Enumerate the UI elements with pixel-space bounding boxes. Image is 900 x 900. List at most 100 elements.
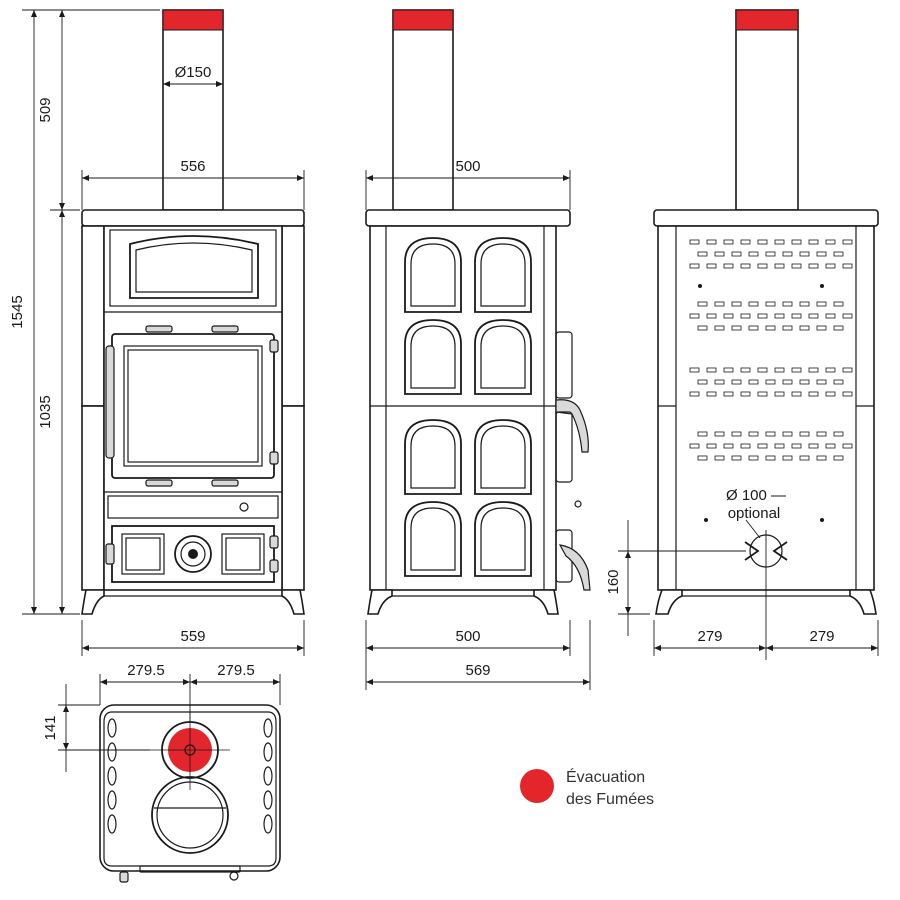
vent-slot <box>740 443 751 449</box>
dimension-lines <box>22 9 879 772</box>
vent-slot <box>816 325 827 331</box>
vent-slot <box>816 251 827 257</box>
dim-flue-diameter: Ø150 <box>175 64 212 81</box>
front-top-cap <box>81 209 305 227</box>
front-flue-pipe <box>162 9 224 211</box>
vent-slot <box>757 239 768 245</box>
vent-slot <box>799 431 810 437</box>
arched-tile <box>404 237 462 313</box>
side-tile-panels <box>404 237 532 577</box>
control-strip <box>107 495 279 519</box>
vent-slot <box>706 263 717 269</box>
vent-slot <box>782 431 793 437</box>
rear-vent-slots <box>689 239 853 461</box>
vent-slot <box>816 301 827 307</box>
dim-side-top-width: 500 <box>455 158 480 175</box>
side-door-handle <box>555 399 589 453</box>
vent-slot <box>748 251 759 257</box>
oven-door <box>109 229 277 307</box>
arched-tile <box>404 501 462 577</box>
dim-side-base-width: 500 <box>455 628 480 645</box>
vent-slot <box>782 379 793 385</box>
vent-slot <box>706 367 717 373</box>
vent-slot <box>833 325 844 331</box>
vent-slot <box>731 455 742 461</box>
vent-slot <box>808 313 819 319</box>
vent-slot <box>791 239 802 245</box>
vent-slot <box>842 263 853 269</box>
vent-slot <box>765 301 776 307</box>
vent-slot <box>816 431 827 437</box>
vent-slot <box>731 301 742 307</box>
vent-slot <box>740 367 751 373</box>
vent-slot <box>757 263 768 269</box>
vent-slot <box>740 391 751 397</box>
vent-slot <box>757 443 768 449</box>
front-view <box>81 9 305 615</box>
arched-tile <box>404 319 462 395</box>
oven-window <box>129 235 259 299</box>
side-left-foot <box>367 589 393 615</box>
vent-slot <box>723 313 734 319</box>
vent-slot <box>825 391 836 397</box>
arched-tile <box>404 419 462 495</box>
vent-slot <box>689 239 700 245</box>
arched-tile <box>474 237 532 313</box>
vent-slot <box>714 251 725 257</box>
vent-slot <box>723 239 734 245</box>
vent-slot <box>782 455 793 461</box>
vent-slot <box>799 251 810 257</box>
side-view <box>365 9 591 615</box>
side-flue-outlet <box>392 9 454 31</box>
vent-slot <box>757 391 768 397</box>
fire-door-glass <box>123 345 263 467</box>
legend-line-1: Évacuation <box>566 767 645 786</box>
vent-slot <box>714 379 725 385</box>
front-left-foot <box>81 589 105 615</box>
vent-slot <box>689 263 700 269</box>
vent-slot <box>731 379 742 385</box>
vent-slot <box>816 455 827 461</box>
vent-slot <box>825 263 836 269</box>
rear-top-cap <box>653 209 879 227</box>
vent-slot <box>842 239 853 245</box>
dim-rear-outlet-diameter: Ø 100 — <box>726 487 786 504</box>
vent-slot <box>689 443 700 449</box>
vent-slot <box>816 379 827 385</box>
top-vent <box>263 718 273 738</box>
dim-total-height: 1545 <box>9 295 26 328</box>
vent-slot <box>765 431 776 437</box>
dim-side-total-depth: 569 <box>465 662 490 679</box>
vent-slot <box>808 367 819 373</box>
vent-slot <box>714 301 725 307</box>
vent-slot <box>808 239 819 245</box>
vent-slot <box>697 301 708 307</box>
rear-right-foot <box>849 589 877 615</box>
vent-slot <box>723 391 734 397</box>
vent-slot <box>714 431 725 437</box>
vent-slot <box>825 313 836 319</box>
vent-slot <box>689 367 700 373</box>
vent-slot <box>748 301 759 307</box>
vent-slot <box>765 251 776 257</box>
dim-rear-outlet-note: optional <box>728 505 781 522</box>
vent-slot <box>808 443 819 449</box>
top-vent <box>263 814 273 834</box>
vent-slot <box>697 251 708 257</box>
legend-flue-swatch <box>520 769 554 803</box>
vent-slot <box>765 325 776 331</box>
vent-slot <box>782 301 793 307</box>
side-flue-pipe <box>392 9 454 211</box>
control-knob <box>239 502 249 512</box>
vent-slot <box>731 325 742 331</box>
dim-front-top-width: 556 <box>180 158 205 175</box>
rear-main-body <box>657 225 875 591</box>
front-left-panel-upper <box>81 225 105 407</box>
vent-slot <box>723 367 734 373</box>
vent-slot <box>825 367 836 373</box>
front-right-foot <box>281 589 305 615</box>
vent-slot <box>774 263 785 269</box>
side-right-foot <box>533 589 559 615</box>
vent-slot <box>723 443 734 449</box>
